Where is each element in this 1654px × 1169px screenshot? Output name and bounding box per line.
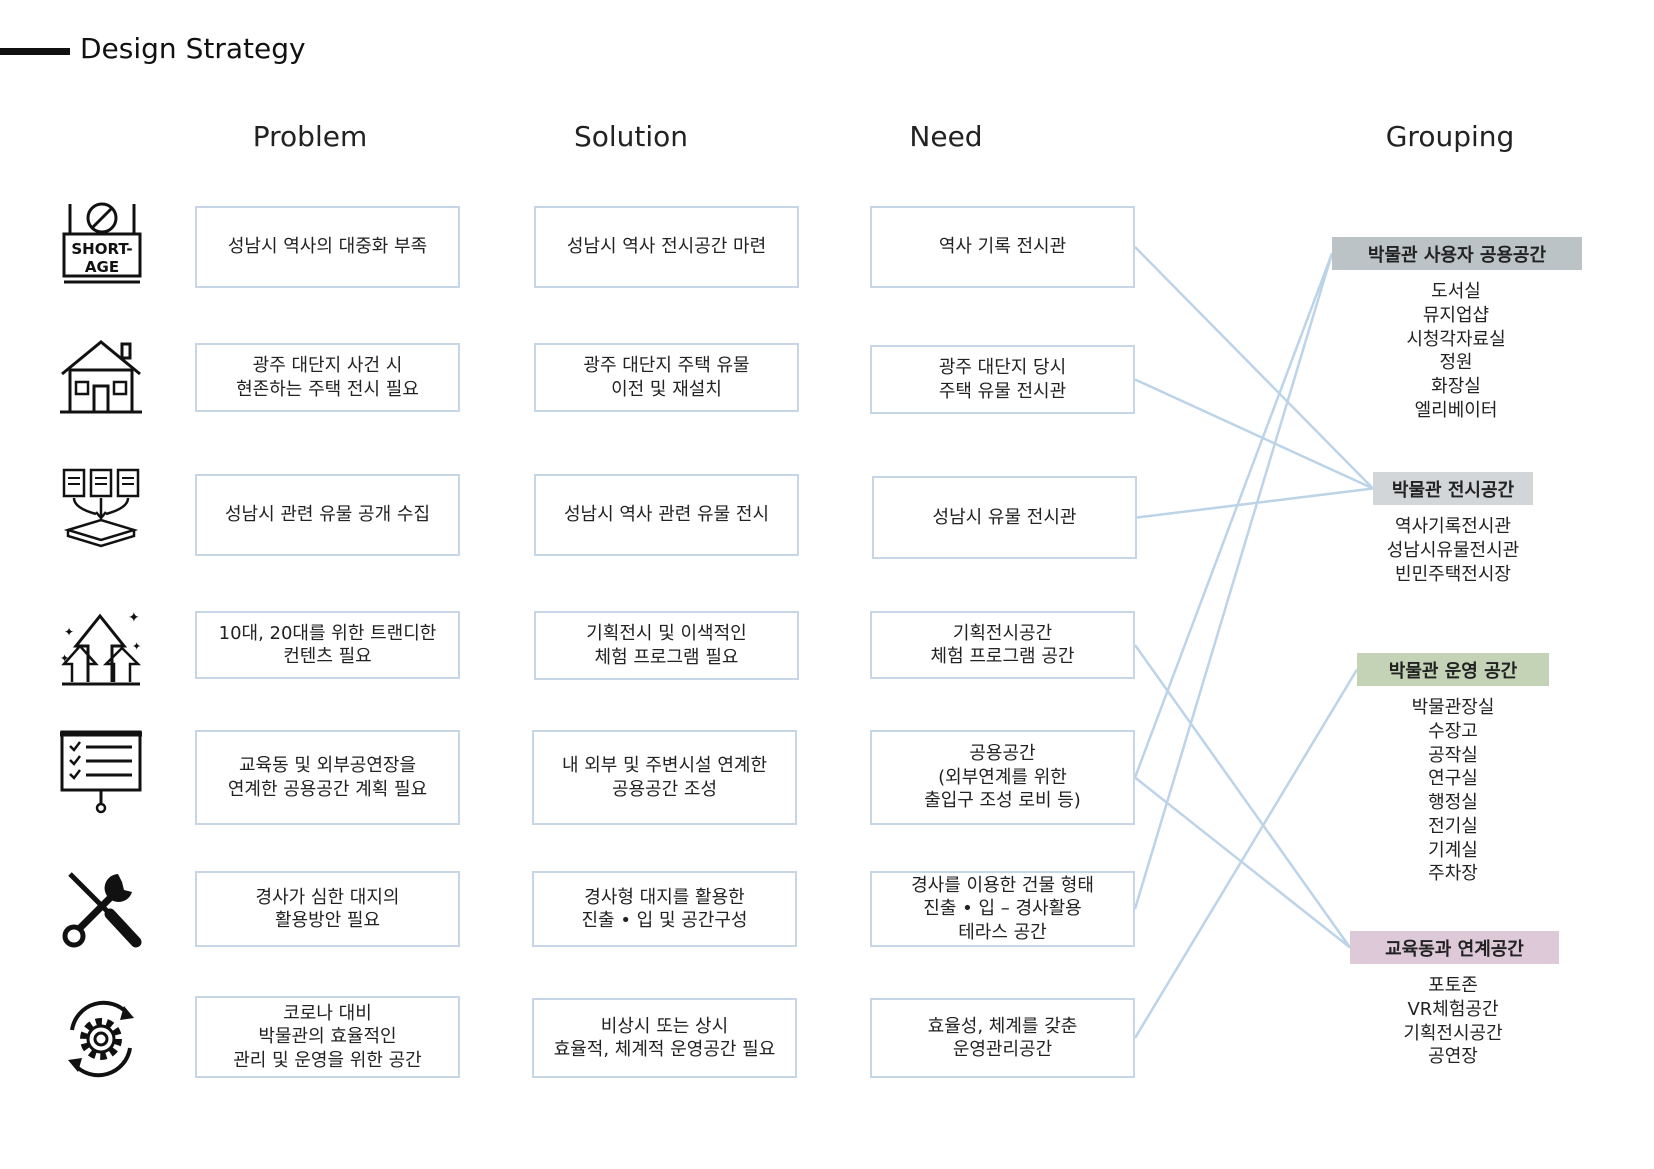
connection-line-7 xyxy=(1133,253,1334,910)
connection-line-1 xyxy=(1134,246,1374,490)
connection-line-4 xyxy=(1133,644,1352,949)
problem-box-5: 교육동 및 외부공연장을 연계한 공용공간 계획 필요 xyxy=(195,730,460,825)
group-label-operation-space: 박물관 운영 공간 xyxy=(1357,653,1549,686)
header-problem: Problem xyxy=(252,120,368,153)
need-box-6: 경사를 이용한 건물 형태 진출 • 입 – 경사활용 테라스 공간 xyxy=(870,871,1135,947)
house-icon xyxy=(60,340,142,414)
tools-icon xyxy=(62,872,142,948)
problem-box-7: 코로나 대비 박물관의 효율적인 관리 및 운영을 위한 공간 xyxy=(195,996,460,1078)
problem-box-3: 성남시 관련 유물 공개 수집 xyxy=(195,474,460,556)
group-label-common-space: 박물관 사용자 공용공간 xyxy=(1332,237,1582,270)
need-box-5: 공용공간 (외부연계를 위한 출입구 조성 로비 등) xyxy=(870,730,1135,825)
svg-text:✦: ✦ xyxy=(128,610,140,626)
svg-text:✦: ✦ xyxy=(64,625,74,639)
group-items-operation-space: 박물관장실 수장고 공작실 연구실 행정실 전기실 기계실 주차장 xyxy=(1411,697,1495,885)
trending-arrows-icon: ✦ ✦ ✦ ✦ xyxy=(60,610,141,686)
header-need: Need xyxy=(909,120,983,153)
problem-box-4: 10대, 20대를 위한 트랜디한 컨텐츠 필요 xyxy=(195,611,460,679)
problem-box-1: 성남시 역사의 대중화 부족 xyxy=(195,206,460,288)
svg-text:✦: ✦ xyxy=(60,652,69,665)
solution-box-7: 비상시 또는 상시 효율적, 체계적 운영공간 필요 xyxy=(532,998,797,1078)
title-bar xyxy=(0,48,70,55)
solution-box-3: 성남시 역사 관련 유물 전시 xyxy=(534,474,799,556)
need-box-3: 성남시 유물 전시관 xyxy=(872,476,1137,559)
connection-line-8 xyxy=(1133,668,1359,1039)
group-items-education-link-space: 포토존 VR체험공간 기획전시공간 공연장 xyxy=(1403,975,1503,1068)
shortage-icon: SHORT- AGE xyxy=(62,202,142,284)
problem-box-6: 경사가 심한 대지의 활용방안 필요 xyxy=(195,871,460,947)
need-box-1: 역사 기록 전시관 xyxy=(870,206,1135,288)
header-solution: Solution xyxy=(573,120,689,153)
checklist-board-icon xyxy=(60,730,142,814)
connection-line-3 xyxy=(1136,487,1374,519)
solution-box-2: 광주 대단지 주택 유물 이전 및 재설치 xyxy=(534,343,799,412)
group-items-exhibition-space: 역사기록전시관 성남시유물전시관 빈민주택전시장 xyxy=(1386,516,1520,585)
problem-box-2: 광주 대단지 사건 시 현존하는 주택 전시 필요 xyxy=(195,343,460,412)
solution-box-6: 경사형 대지를 활용한 진출 • 입 및 공간구성 xyxy=(532,871,797,947)
connection-line-6 xyxy=(1134,776,1351,949)
solution-box-4: 기획전시 및 이색적인 체험 프로그램 필요 xyxy=(534,611,799,680)
gear-cycle-icon xyxy=(68,1000,134,1078)
solution-box-1: 성남시 역사 전시공간 마련 xyxy=(534,206,799,288)
need-box-4: 기획전시공간 체험 프로그램 공간 xyxy=(870,611,1135,679)
need-box-2: 광주 대단지 당시 주택 유물 전시관 xyxy=(870,345,1135,414)
svg-text:✦: ✦ xyxy=(132,640,141,653)
connection-line-2 xyxy=(1134,378,1374,490)
document-collection-icon xyxy=(62,468,140,548)
solution-box-5: 내 외부 및 주변시설 연계한 공용공간 조성 xyxy=(532,730,797,825)
group-items-common-space: 도서실 뮤지업샵 시청각자료실 정원 화장실 엘리베이터 xyxy=(1406,281,1506,421)
need-box-7: 효율성, 체계를 갖춘 운영관리공간 xyxy=(870,998,1135,1078)
header-grouping: Grouping xyxy=(1385,120,1515,153)
shortage-icon-text-2: AGE xyxy=(85,258,119,276)
group-label-exhibition-space: 박물관 전시공간 xyxy=(1373,472,1533,505)
connection-line-5 xyxy=(1133,253,1334,778)
group-label-education-link-space: 교육동과 연계공간 xyxy=(1350,931,1559,964)
page-title: Design Strategy xyxy=(80,32,306,65)
shortage-icon-text-1: SHORT- xyxy=(71,240,132,258)
